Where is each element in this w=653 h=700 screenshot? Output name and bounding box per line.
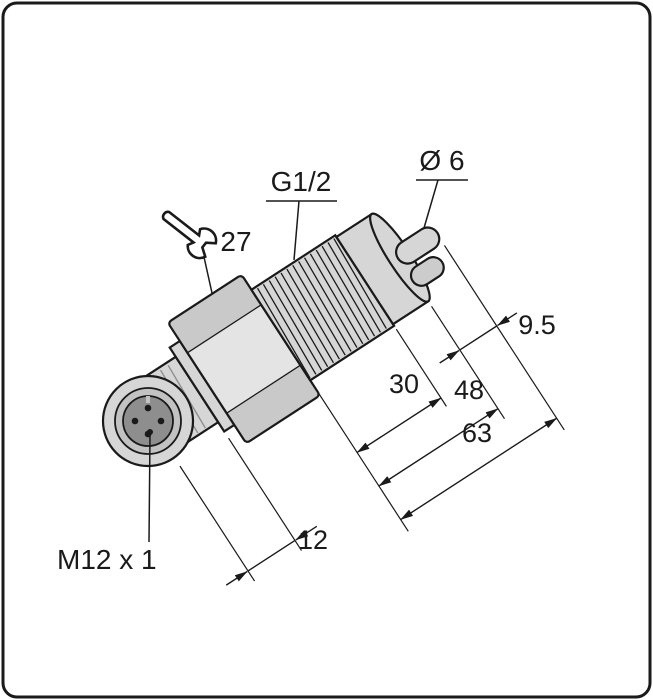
connector-pin bbox=[157, 417, 165, 425]
probe-diameter-label: Ø 6 bbox=[419, 145, 464, 176]
dim-probe-length: 9.5 bbox=[518, 310, 556, 340]
dimension-12-line bbox=[225, 525, 318, 586]
leader-dot bbox=[147, 429, 153, 435]
hex-middle-facet bbox=[187, 304, 301, 414]
dim-total-length: 63 bbox=[462, 418, 492, 448]
thread-lines bbox=[256, 238, 387, 379]
dimension-63-line bbox=[400, 417, 558, 521]
leader-line-connector bbox=[148, 434, 151, 543]
leader-lines bbox=[147, 179, 468, 543]
sensor-device bbox=[125, 212, 565, 586]
dim-connector-length: 12 bbox=[298, 525, 328, 555]
thread-size-label: G1/2 bbox=[271, 166, 332, 197]
face-inner-disc bbox=[122, 395, 174, 447]
dim-thread-length: 30 bbox=[389, 369, 419, 399]
wrench-size-label: 27 bbox=[220, 226, 251, 257]
hex-facet-lines bbox=[187, 304, 301, 414]
connector-pin bbox=[144, 404, 152, 412]
connector-pin bbox=[131, 417, 139, 425]
wrench-icon bbox=[161, 210, 218, 260]
secondary-probe-tip bbox=[409, 256, 445, 287]
keyway-notch-icon bbox=[146, 396, 150, 403]
extension-lines bbox=[179, 245, 565, 582]
connector-thread-label: M12 x 1 bbox=[57, 544, 157, 575]
probe-tip bbox=[395, 226, 441, 265]
dimension-9-5-line bbox=[439, 312, 518, 364]
connector-face bbox=[101, 374, 195, 468]
leader-line-thread bbox=[293, 200, 300, 261]
leader-line-wrench bbox=[203, 256, 213, 294]
dimension-30-line bbox=[356, 397, 442, 454]
dim-insertion-length: 48 bbox=[454, 375, 484, 405]
leader-line-diameter bbox=[423, 179, 439, 229]
